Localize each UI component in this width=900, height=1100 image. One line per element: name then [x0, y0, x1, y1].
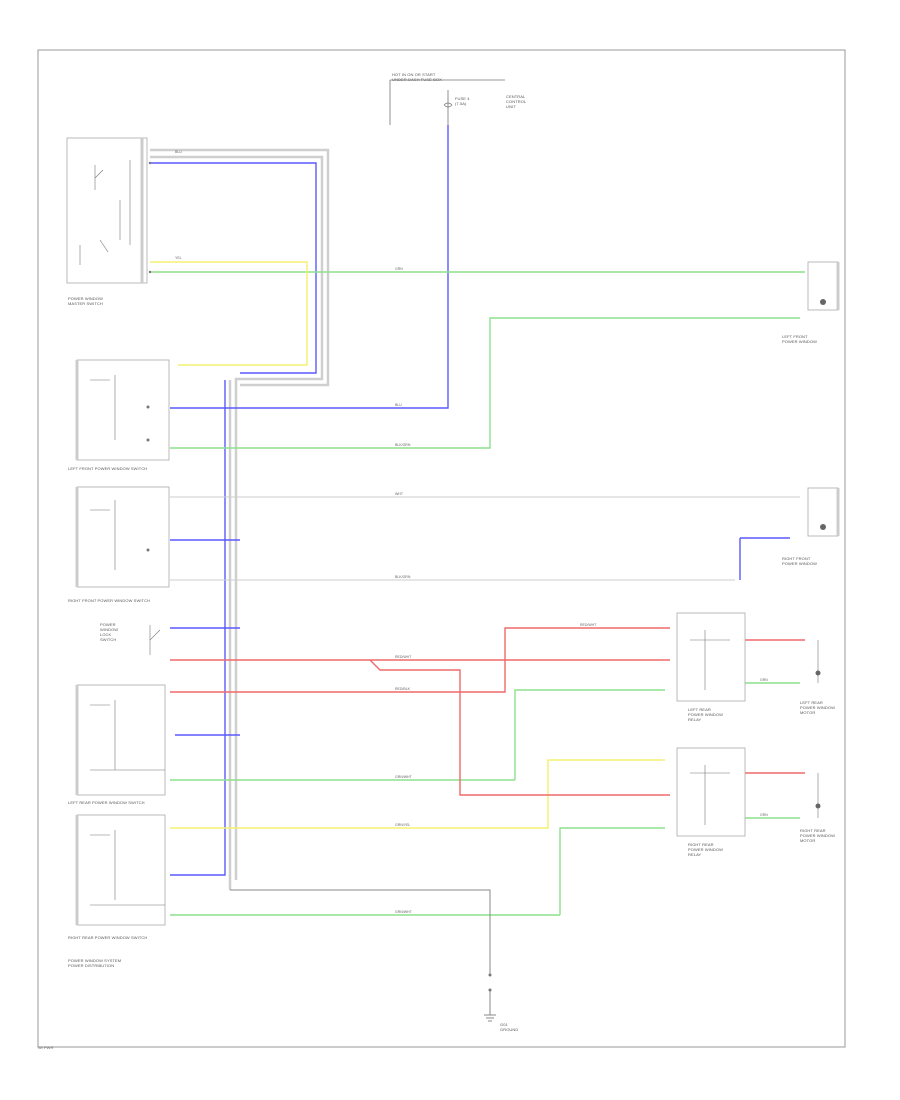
rr-motor-label: RIGHT REAR POWER WINDOW MOTOR — [800, 828, 835, 843]
lr-switch — [75, 684, 166, 796]
wire-label-blkgrn-2: BLK/GRN — [395, 575, 411, 579]
rf-switch — [75, 486, 170, 588]
wire-label-grnyel-1: GRN/YEL — [395, 823, 411, 827]
wire-label-grn-1: GRN — [395, 267, 403, 271]
rf-switch-label: RIGHT FRONT POWER WINDOW SWITCH — [68, 598, 151, 603]
master-switch-label: POWER WINDOW MASTER SWITCH — [68, 296, 103, 306]
lf-motor-label: LEFT FRONT POWER WINDOW — [782, 334, 817, 344]
lr-relay-label: LEFT REAR POWER WINDOW RELAY — [688, 707, 723, 722]
lr-motor — [815, 640, 821, 683]
black-wires — [230, 889, 496, 1022]
rf-motor — [807, 487, 840, 537]
wire-label-redwht-1: RED/WHT — [395, 655, 412, 659]
rr-relay — [676, 747, 746, 837]
lf-motor — [807, 261, 840, 311]
white-wires — [170, 496, 800, 581]
wire-label-wht-1: WHT — [395, 492, 403, 496]
green-wires — [150, 271, 805, 916]
yellow-wires — [150, 261, 665, 829]
top-fuse-label: FUSE 4 (7.5A) — [455, 96, 470, 106]
rr-switch — [75, 814, 166, 926]
rr-relay-label: RIGHT REAR POWER WINDOW RELAY — [688, 842, 723, 857]
wire-label-grn-3: GRN — [760, 813, 768, 817]
rr-switch-label: RIGHT REAR POWER WINDOW SWITCH — [68, 935, 148, 940]
wire-label-grnwht-2: GRN/WHT — [395, 910, 412, 914]
lr-motor-label: LEFT REAR POWER WINDOW MOTOR — [800, 700, 835, 715]
wire-label-redwht-2: RED/WHT — [580, 623, 597, 627]
wire-label-redblk-1: RED/BLK — [395, 687, 410, 691]
harness-bundle — [150, 148, 330, 890]
red-wires — [170, 627, 805, 796]
lock-switch — [149, 625, 161, 655]
ground-label: G01 GROUND — [500, 1022, 519, 1032]
diagram-frame — [37, 49, 846, 1048]
wire-label-blu-1: BLU — [175, 150, 182, 154]
wire-label-blkgrn-1: BLK/GRN — [395, 443, 411, 447]
rf-motor-label: RIGHT FRONT POWER WINDOW — [782, 556, 817, 566]
wire-label-blu-2: BLU — [395, 403, 402, 407]
wire-label-grnwht-1: GRN/WHT — [395, 775, 412, 779]
connector-dots — [148, 161, 492, 992]
blue-wires — [150, 150, 790, 876]
lf-switch — [75, 359, 170, 461]
lr-relay — [676, 612, 746, 702]
wire-label-yel-1: YEL — [175, 256, 182, 260]
top-source-label: HOT IN ON OR START UNDER-DASH FUSE BOX — [392, 72, 442, 82]
bottom-note-label: POWER WINDOW SYSTEM POWER DISTRIBUTION — [68, 958, 122, 968]
master-switch — [66, 137, 148, 284]
lr-switch-label: LEFT REAR POWER WINDOW SWITCH — [68, 800, 145, 805]
lock-switch-label: POWER WINDOW LOCK SWITCH — [100, 622, 119, 642]
wire-label-grn-2: GRN — [760, 678, 768, 682]
top-power-source — [389, 79, 505, 150]
top-note-label: CENTRAL CONTROL UNIT — [506, 94, 527, 109]
footer-label: W/ PWR — [38, 1045, 54, 1050]
rr-motor — [815, 773, 821, 818]
lf-switch-label: LEFT FRONT POWER WINDOW SWITCH — [68, 466, 148, 471]
